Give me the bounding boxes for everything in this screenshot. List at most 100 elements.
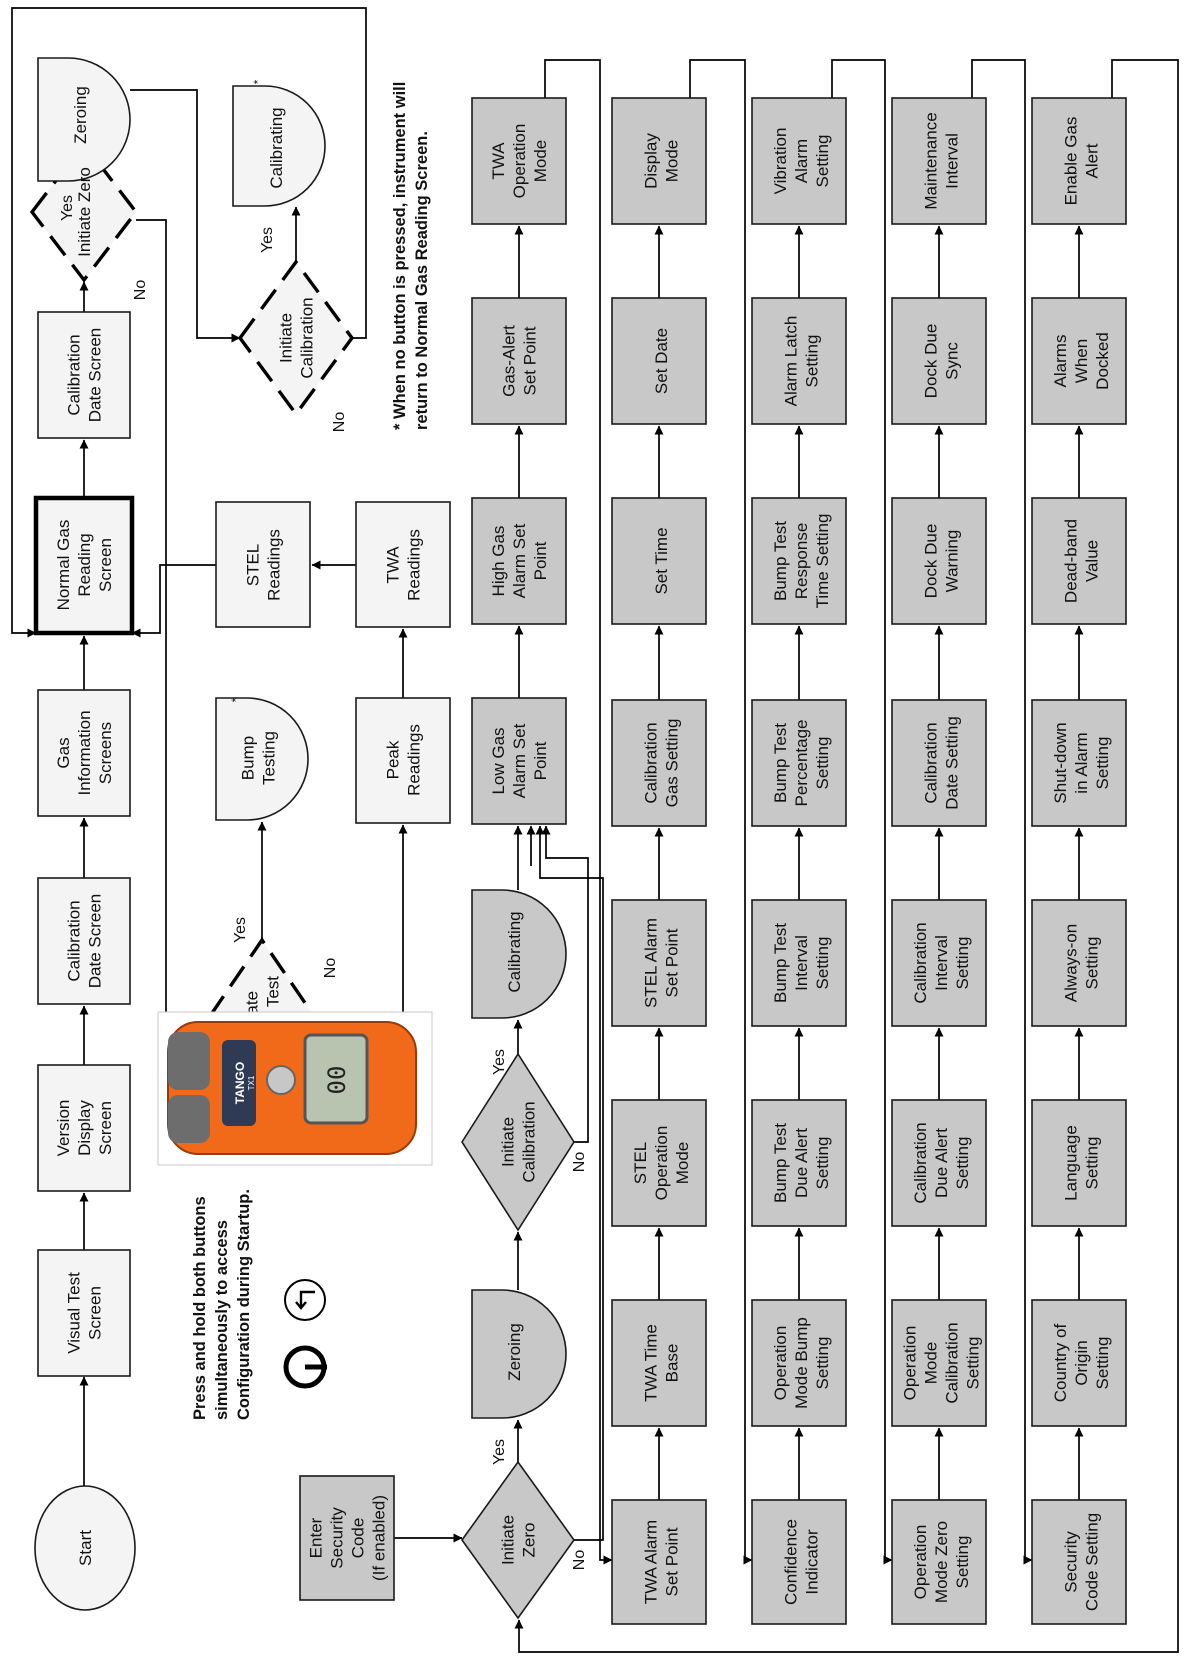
yes-label-4: Yes xyxy=(232,917,249,943)
zeroing-cfg-node xyxy=(471,1289,567,1419)
bump-no-to-peak xyxy=(314,824,408,1017)
config-security-code-setting-box xyxy=(1031,1499,1127,1625)
yes-label-0: Yes xyxy=(59,195,76,221)
high-gas-alarm-label-line: Alarm Set xyxy=(510,523,529,598)
config-alarms-when-docked-label-line: Docked xyxy=(1093,332,1112,390)
config-calibration-due-alert-setting-box xyxy=(891,1099,987,1227)
config-operation-mode-bump-setting-label-line: Mode Bump xyxy=(792,1317,811,1409)
config-confidence-indicator-label-line: Confidence xyxy=(782,1519,801,1605)
bump-asterisk: * xyxy=(229,697,243,702)
no-button-note: * When no button is pressed, instrument … xyxy=(391,82,431,430)
bump-testing-node xyxy=(215,697,309,821)
row1-to-row2 xyxy=(689,59,753,1565)
enter-security-code-label-line: (If enabled) xyxy=(370,1495,389,1581)
config-dock-due-sync-box xyxy=(891,297,987,425)
config-set-time-label-line: Set Time xyxy=(652,527,671,594)
config-dock-due-warning-label-line: Dock Due xyxy=(922,524,941,599)
config-display-mode-label-line: Mode xyxy=(663,140,682,183)
config-dead-band-value-label-line: Value xyxy=(1083,540,1102,582)
initiate-zero-top-label: Initiate Zero xyxy=(75,167,94,257)
gas-alert-set-point-label-line: Set Point xyxy=(521,326,540,395)
config-dock-due-sync-label-line: Sync xyxy=(943,342,962,380)
calibration-date-screen-1-box xyxy=(37,877,131,1005)
button-icons xyxy=(283,1279,327,1389)
twa-readings-box xyxy=(355,501,451,628)
row4-to-start xyxy=(514,59,1179,1653)
calibrating-cfg-label-line: Calibrating xyxy=(505,911,524,992)
config-bump-test-percentage-setting-label-line: Bump Test xyxy=(771,723,790,803)
flow-shapes xyxy=(29,57,1127,1625)
normal-gas-reading-screen-label-line: Reading xyxy=(75,533,94,596)
config-stel-alarm-set-point-label-line: STEL Alarm xyxy=(642,918,661,1008)
config-shut-down-in-alarm-setting-label-line: Shut-down xyxy=(1051,722,1070,803)
no-label-9: No xyxy=(571,1152,588,1173)
row2-to-row3 xyxy=(831,59,893,1565)
config-set-time-label: Set Time xyxy=(652,527,671,594)
visual-test-screen-label-line: Screen xyxy=(86,1286,105,1340)
config-vibration-alarm-setting-label-line: Setting xyxy=(813,135,832,188)
no-label-5: No xyxy=(322,958,339,979)
config-calibration-interval-setting-label-line: Setting xyxy=(953,937,972,990)
config-bump-test-percentage-setting-box xyxy=(751,699,847,827)
calibrating-cfg-label: Calibrating xyxy=(505,911,524,992)
zero-no-to-bump xyxy=(136,219,197,1021)
config-maintenance-interval-label-line: Maintenance xyxy=(922,112,941,209)
initzero-no-to-lowgas xyxy=(535,825,604,1541)
config-vibration-alarm-setting-label-line: Vibration xyxy=(771,128,790,195)
config-operation-mode-zero-setting-label-line: Setting xyxy=(953,1536,972,1589)
config-operation-mode-zero-setting-label-line: Mode Zero xyxy=(932,1521,951,1603)
stel-readings-box xyxy=(215,501,311,628)
press-hold-note-line: Press and hold both buttons xyxy=(191,1196,209,1420)
device-brand: TANGO xyxy=(233,1062,247,1104)
config-dead-band-value-label-line: Dead-band xyxy=(1062,519,1081,603)
config-operation-mode-calibration-setting-label-line: Operation xyxy=(901,1326,920,1401)
config-operation-mode-calibration-setting-box xyxy=(891,1299,987,1427)
visual-test-screen-box xyxy=(37,1249,131,1377)
device-display-value: 00 xyxy=(323,1066,351,1095)
normal-gas-reading-screen-label-line: Normal Gas xyxy=(54,520,73,611)
no-label-1: No xyxy=(132,280,149,301)
initiate-zero-cfg-label-line: Initiate xyxy=(499,1515,518,1565)
config-calibration-gas-setting-box xyxy=(611,699,707,827)
config-twa-alarm-set-point-label-line: Set Point xyxy=(663,1527,682,1596)
config-bump-test-percentage-setting-label-line: Setting xyxy=(813,737,832,790)
gas-information-screens-label-line: Gas xyxy=(54,737,73,768)
bump-testing-label-line: Testing xyxy=(260,731,279,785)
twa-readings-label-line: TWA xyxy=(384,546,403,584)
config-display-mode-label-line: Display xyxy=(642,133,661,189)
calibration-date-screen-1-label-line: Calibration xyxy=(65,900,84,981)
config-set-time-box xyxy=(611,497,707,625)
low-gas-alarm-label-line: Point xyxy=(531,741,550,780)
config-enable-gas-alert-label-line: Alert xyxy=(1083,143,1102,178)
config-enable-gas-alert-box xyxy=(1031,97,1127,225)
zeroing-cfg-label: Zeroing xyxy=(505,1323,524,1381)
twaop-to-row1 xyxy=(544,59,613,1565)
stel-readings-label-line: Readings xyxy=(265,529,284,601)
enter-security-code-label-line: Code xyxy=(349,1518,368,1559)
connector-lines xyxy=(11,7,1179,1653)
row3-to-row4 xyxy=(971,59,1033,1565)
config-operation-mode-calibration-setting-label-line: Setting xyxy=(964,1337,983,1390)
stel-to-normal xyxy=(131,564,216,638)
